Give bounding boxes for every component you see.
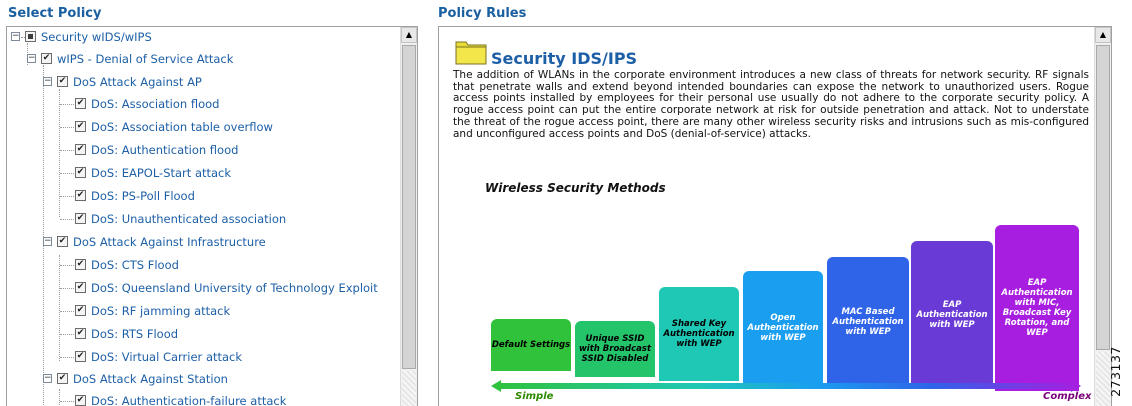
- tree-leaf[interactable]: ✔ DoS: Queensland University of Technolo…: [7, 278, 401, 298]
- simple-label: Simple: [515, 391, 554, 402]
- collapse-icon[interactable]: −: [43, 373, 52, 383]
- tree-leaf[interactable]: ✔ DoS: CTS Flood: [7, 255, 401, 275]
- policy-tree: − Security wIDS/wIPS − ✔ wIPS - Denial o…: [7, 27, 401, 406]
- tree-leaf-label: DoS: Association flood: [91, 97, 220, 111]
- select-policy-title: Select Policy: [8, 6, 102, 21]
- policy-rules-title: Policy Rules: [438, 6, 527, 21]
- tree-node-infra[interactable]: − ✔ DoS Attack Against Infrastructure: [7, 232, 401, 252]
- figure-number-text: 273137: [1107, 346, 1123, 397]
- policy-rules-panel: Security IDS/IPS The addition of WLANs i…: [438, 26, 1112, 406]
- tree-leaf-label: DoS: Queensland University of Technology…: [91, 281, 378, 295]
- tree-node-root[interactable]: − Security wIDS/wIPS: [7, 27, 401, 47]
- checkbox-checked-icon[interactable]: ✔: [57, 236, 68, 247]
- scroll-track[interactable]: [402, 371, 416, 406]
- tree-leaf-label: DoS: Authentication flood: [91, 143, 239, 157]
- checkbox-checked-icon[interactable]: ✔: [75, 121, 86, 132]
- tree-leaf[interactable]: ✔ DoS: Virtual Carrier attack: [7, 347, 401, 367]
- tree-node-station[interactable]: − ✔ DoS Attack Against Station: [7, 369, 401, 389]
- security-method-step: Unique SSID with Broadcast SSID Disabled: [575, 321, 655, 377]
- checkbox-checked-icon[interactable]: ✔: [75, 328, 86, 339]
- collapse-icon[interactable]: −: [43, 236, 52, 246]
- scroll-thumb[interactable]: [1096, 45, 1110, 350]
- tree-leaf[interactable]: ✔ DoS: Unauthenticated association: [7, 209, 401, 229]
- tree-leaf-label: DoS: Authentication-failure attack: [91, 394, 287, 406]
- checkbox-checked-icon[interactable]: ✔: [75, 395, 86, 406]
- security-method-step: Shared Key Authentication with WEP: [659, 287, 739, 381]
- security-method-step: EAP Authentication with WEP: [911, 241, 993, 389]
- tree-leaf-label: DoS: RTS Flood: [91, 327, 179, 341]
- collapse-icon[interactable]: −: [43, 76, 52, 86]
- collapse-icon[interactable]: −: [27, 53, 36, 63]
- checkbox-checked-icon[interactable]: ✔: [75, 282, 86, 293]
- complexity-arrow: [491, 380, 1081, 392]
- tree-node-ap[interactable]: − ✔ DoS Attack Against AP: [7, 72, 401, 92]
- folder-icon: [455, 41, 487, 65]
- tree-leaf-label: DoS: Virtual Carrier attack: [91, 350, 243, 364]
- tree-leaf-label: DoS: CTS Flood: [91, 258, 179, 272]
- tree-leaf[interactable]: ✔ DoS: RTS Flood: [7, 324, 401, 344]
- checkbox-checked-icon[interactable]: ✔: [41, 53, 52, 64]
- checkbox-partial-icon[interactable]: [25, 31, 36, 42]
- collapse-icon[interactable]: −: [11, 31, 20, 41]
- figure-number: 273137: [1108, 336, 1132, 406]
- tree-leaf-label: DoS: Association table overflow: [91, 120, 273, 134]
- tree-node-label: Security wIDS/wIPS: [41, 30, 152, 44]
- rules-description: The addition of WLANs in the corporate e…: [453, 69, 1089, 140]
- scroll-thumb[interactable]: [402, 45, 416, 369]
- checkbox-checked-icon[interactable]: ✔: [75, 167, 86, 178]
- security-method-step: MAC Based Authentication with WEP: [827, 257, 909, 387]
- checkbox-checked-icon[interactable]: ✔: [75, 190, 86, 201]
- tree-leaf[interactable]: ✔ DoS: Association table overflow: [7, 117, 401, 137]
- scroll-up-arrow-icon[interactable]: ▲: [401, 27, 417, 43]
- scroll-track[interactable]: [1096, 352, 1110, 406]
- tree-leaf[interactable]: ✔ DoS: EAPOL-Start attack: [7, 163, 401, 183]
- tree-leaf-label: DoS: EAPOL-Start attack: [91, 166, 232, 180]
- checkbox-checked-icon[interactable]: ✔: [75, 98, 86, 109]
- tree-leaf[interactable]: ✔ DoS: Authentication flood: [7, 140, 401, 160]
- tree-leaf[interactable]: ✔ DoS: PS-Poll Flood: [7, 186, 401, 206]
- security-method-step: Open Authentication with WEP: [743, 271, 823, 385]
- checkbox-checked-icon[interactable]: ✔: [75, 305, 86, 316]
- rules-heading: Security IDS/IPS: [491, 49, 638, 68]
- tree-leaf[interactable]: ✔ DoS: Authentication-failure attack: [7, 391, 401, 406]
- checkbox-checked-icon[interactable]: ✔: [75, 213, 86, 224]
- complex-label: Complex: [1043, 391, 1092, 402]
- tree-node-label: DoS Attack Against Station: [73, 372, 228, 386]
- checkbox-checked-icon[interactable]: ✔: [57, 373, 68, 384]
- checkbox-checked-icon[interactable]: ✔: [57, 76, 68, 87]
- security-method-step: Default Settings: [491, 319, 571, 371]
- methods-title: Wireless Security Methods: [485, 181, 666, 195]
- checkbox-checked-icon[interactable]: ✔: [75, 351, 86, 362]
- tree-node-label: DoS Attack Against Infrastructure: [73, 235, 266, 249]
- checkbox-checked-icon[interactable]: ✔: [75, 144, 86, 155]
- tree-leaf[interactable]: ✔ DoS: Association flood: [7, 94, 401, 114]
- tree-node-label: DoS Attack Against AP: [73, 75, 202, 89]
- tree-node-wips[interactable]: − ✔ wIPS - Denial of Service Attack: [7, 49, 401, 69]
- tree-node-label: wIPS - Denial of Service Attack: [57, 52, 234, 66]
- tree-leaf[interactable]: ✔ DoS: RF jamming attack: [7, 301, 401, 321]
- tree-scrollbar[interactable]: ▲: [400, 27, 417, 406]
- tree-leaf-label: DoS: RF jamming attack: [91, 304, 231, 318]
- scroll-up-arrow-icon[interactable]: ▲: [1095, 27, 1111, 43]
- security-method-step: EAP Authentication with MIC, Broadcast K…: [995, 225, 1079, 391]
- tree-leaf-label: DoS: Unauthenticated association: [91, 212, 287, 226]
- rules-scrollbar[interactable]: ▲: [1094, 27, 1111, 406]
- policy-tree-panel: − Security wIDS/wIPS − ✔ wIPS - Denial o…: [6, 26, 418, 406]
- tree-leaf-label: DoS: PS-Poll Flood: [91, 189, 195, 203]
- checkbox-checked-icon[interactable]: ✔: [75, 259, 86, 270]
